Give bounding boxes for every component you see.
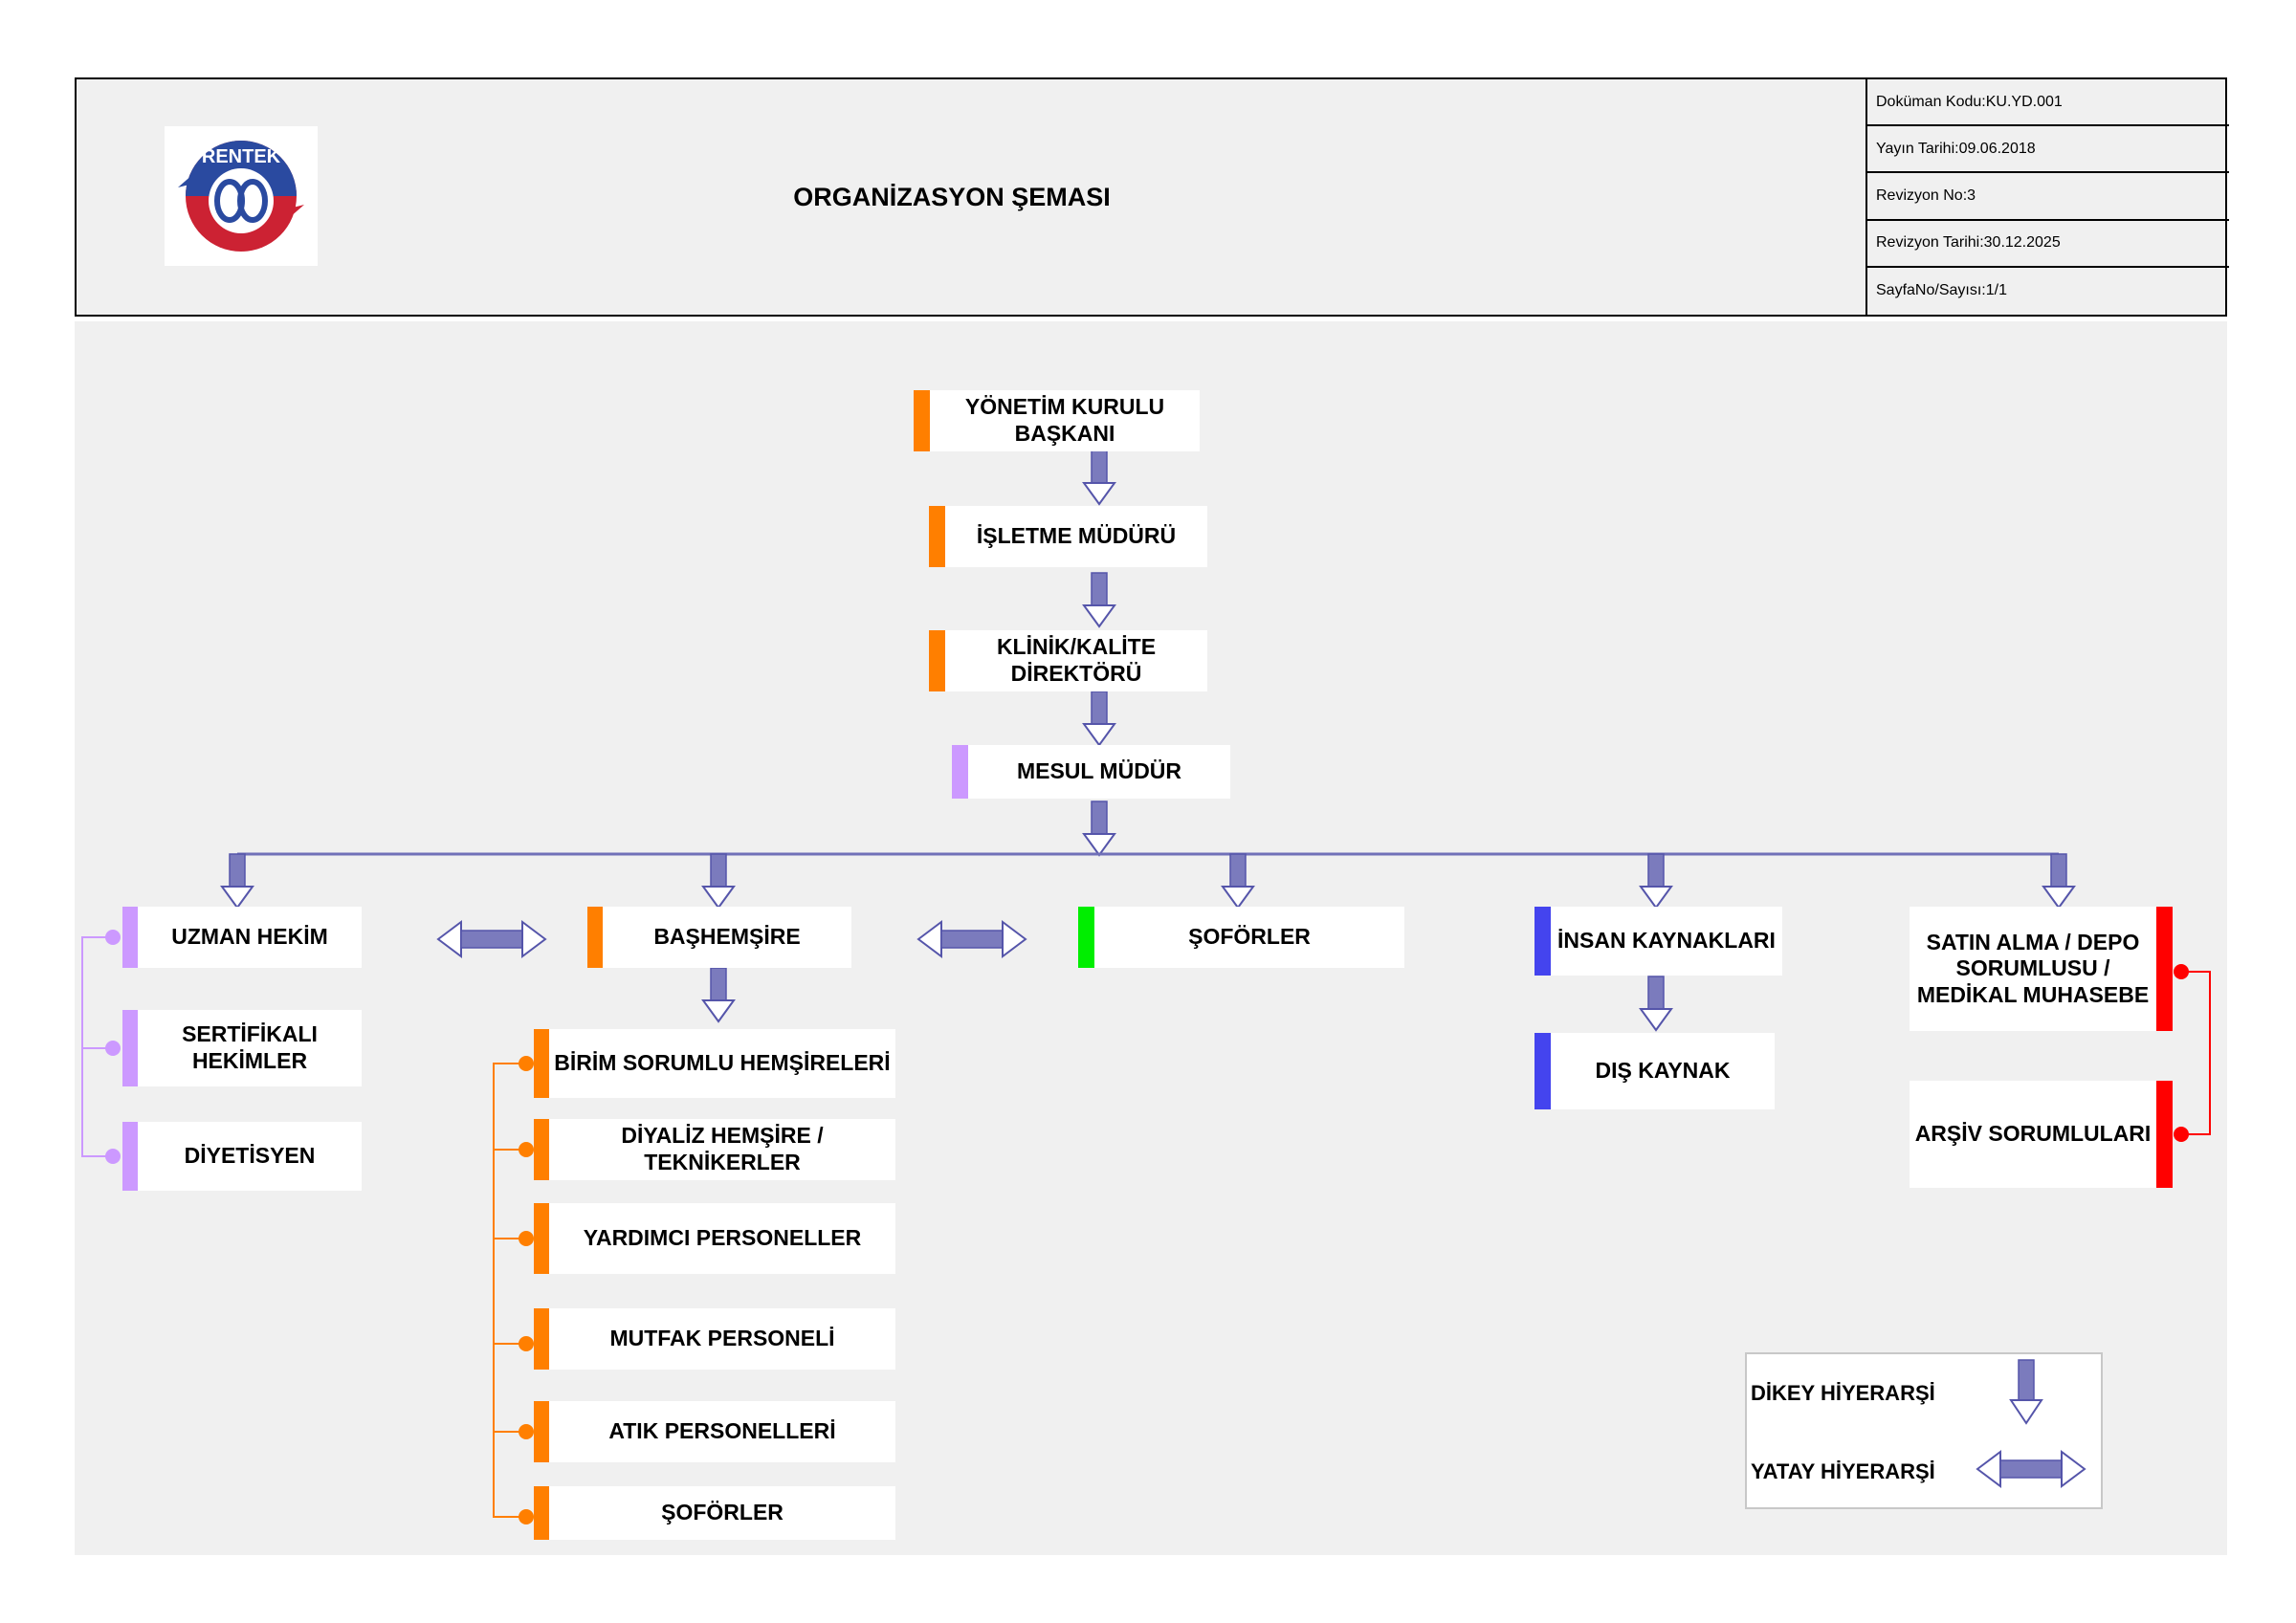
node-responsible-manager: MESUL MÜDÜR <box>968 745 1230 799</box>
rentek-logo: RENTEK <box>165 126 318 266</box>
node-color-bar <box>534 1486 549 1540</box>
node-certified-doctors: SERTİFİKALI HEKİMLER <box>138 1010 362 1086</box>
node-color-bar <box>2156 1081 2173 1188</box>
node-color-bar <box>534 1119 549 1180</box>
legend-vertical-label: DİKEY HİYERARŞİ <box>1751 1381 1935 1405</box>
node-color-bar <box>2156 907 2173 1031</box>
document-header: RENTEK ORGANİZASYON ŞEMASI Doküman Kodu:… <box>75 77 2229 317</box>
doc-code: Doküman Kodu:KU.YD.001 <box>1867 79 2229 127</box>
arrow-clinical-to-responsible <box>1083 691 1115 746</box>
node-color-bar <box>1078 907 1094 968</box>
rentek-logo-icon: RENTEK <box>178 141 304 252</box>
node-color-bar <box>122 907 138 968</box>
node-waste-staff: ATIK PERSONELLERİ <box>549 1401 895 1462</box>
org-chart-canvas: YÖNETİM KURULU BAŞKANI İŞLETME MÜDÜRÜ KL… <box>75 321 2227 1555</box>
page-number: SayfaNo/Sayısı:1/1 <box>1876 282 2007 299</box>
node-operations-manager: İŞLETME MÜDÜRÜ <box>945 506 1207 567</box>
legend-horizontal-label: YATAY HİYERARŞİ <box>1751 1459 1935 1483</box>
node-color-bar <box>534 1029 549 1098</box>
node-clinical-director: KLİNİK/KALİTE DİREKTÖRÜ <box>945 630 1207 691</box>
horizontal-arrow-head-nurse-drivers <box>917 921 1027 957</box>
node-assistant-staff: YARDIMCI PERSONELLER <box>549 1203 895 1274</box>
node-dialysis-nurses: DİYALİZ HEMŞİRE / TEKNİKERLER <box>549 1119 895 1180</box>
arrow-to-drivers <box>1222 853 1254 909</box>
node-color-bar <box>534 1401 549 1462</box>
node-color-bar <box>914 390 930 451</box>
node-color-bar <box>122 1010 138 1086</box>
node-kitchen-staff: MUTFAK PERSONELİ <box>549 1308 895 1370</box>
node-board-chair: YÖNETİM KURULU BAŞKANI <box>930 390 1200 451</box>
legend-icons <box>1976 1359 2086 1488</box>
arrow-to-hr <box>1640 853 1672 909</box>
publish-date: Yayın Tarihi:09.06.2018 <box>1867 126 2229 174</box>
svg-text:RENTEK: RENTEK <box>202 146 281 167</box>
node-color-bar <box>122 1122 138 1191</box>
node-purchasing: SATIN ALMA / DEPO SORUMLUSU / MEDİKAL MU… <box>1910 907 2156 1031</box>
arrow-ops-to-clinical <box>1083 572 1115 627</box>
horizontal-arrow-specialist-head-nurse <box>437 921 546 957</box>
specialist-group-bracket <box>81 930 121 1164</box>
node-hr: İNSAN KAYNAKLARI <box>1551 907 1782 976</box>
node-head-nurse: BAŞHEMŞİRE <box>603 907 851 968</box>
arrow-hr-to-outsource <box>1640 976 1672 1031</box>
horizontal-arrow-icon <box>1976 1450 2086 1488</box>
revision-date: Revizyon Tarihi:30.12.2025 <box>1867 221 2229 268</box>
node-color-bar <box>534 1308 549 1370</box>
node-outsource: DIŞ KAYNAK <box>1551 1033 1775 1109</box>
arrow-board-to-ops <box>1083 450 1115 505</box>
node-color-bar <box>534 1203 549 1274</box>
node-dietitian: DİYETİSYEN <box>138 1122 362 1191</box>
node-archive: ARŞİV SORUMLULARI <box>1910 1081 2156 1188</box>
legend: DİKEY HİYERARŞİ YATAY HİYERARŞİ <box>1745 1352 2103 1509</box>
node-drivers-sub: ŞOFÖRLER <box>549 1486 895 1540</box>
node-color-bar <box>952 745 968 799</box>
node-specialist: UZMAN HEKİM <box>138 907 362 968</box>
node-color-bar <box>587 907 603 968</box>
node-drivers: ŞOFÖRLER <box>1094 907 1404 968</box>
arrow-to-head-nurse <box>702 853 735 909</box>
arrow-head-nurse-to-units <box>702 967 735 1022</box>
revision-no: Revizyon No:3 <box>1867 173 2229 221</box>
vertical-arrow-icon <box>2009 1359 2043 1425</box>
nursing-group-bracket <box>493 1056 534 1524</box>
arrow-to-specialist <box>221 853 254 909</box>
node-color-bar <box>1534 907 1551 976</box>
document-meta-table: Doküman Kodu:KU.YD.001 Yayın Tarihi:09.0… <box>1866 79 2229 315</box>
arrow-responsible-to-bus <box>1083 801 1115 856</box>
node-color-bar <box>929 630 945 691</box>
node-color-bar <box>929 506 945 567</box>
connector-lines <box>81 450 2211 1524</box>
node-unit-nurses: BİRİM SORUMLU HEMŞİRELERİ <box>549 1029 895 1098</box>
document-title: ORGANİZASYON ŞEMASI <box>793 183 1111 211</box>
node-color-bar <box>1534 1033 1551 1109</box>
arrow-to-purchasing <box>2042 853 2075 909</box>
purchasing-group-bracket <box>2174 964 2211 1142</box>
